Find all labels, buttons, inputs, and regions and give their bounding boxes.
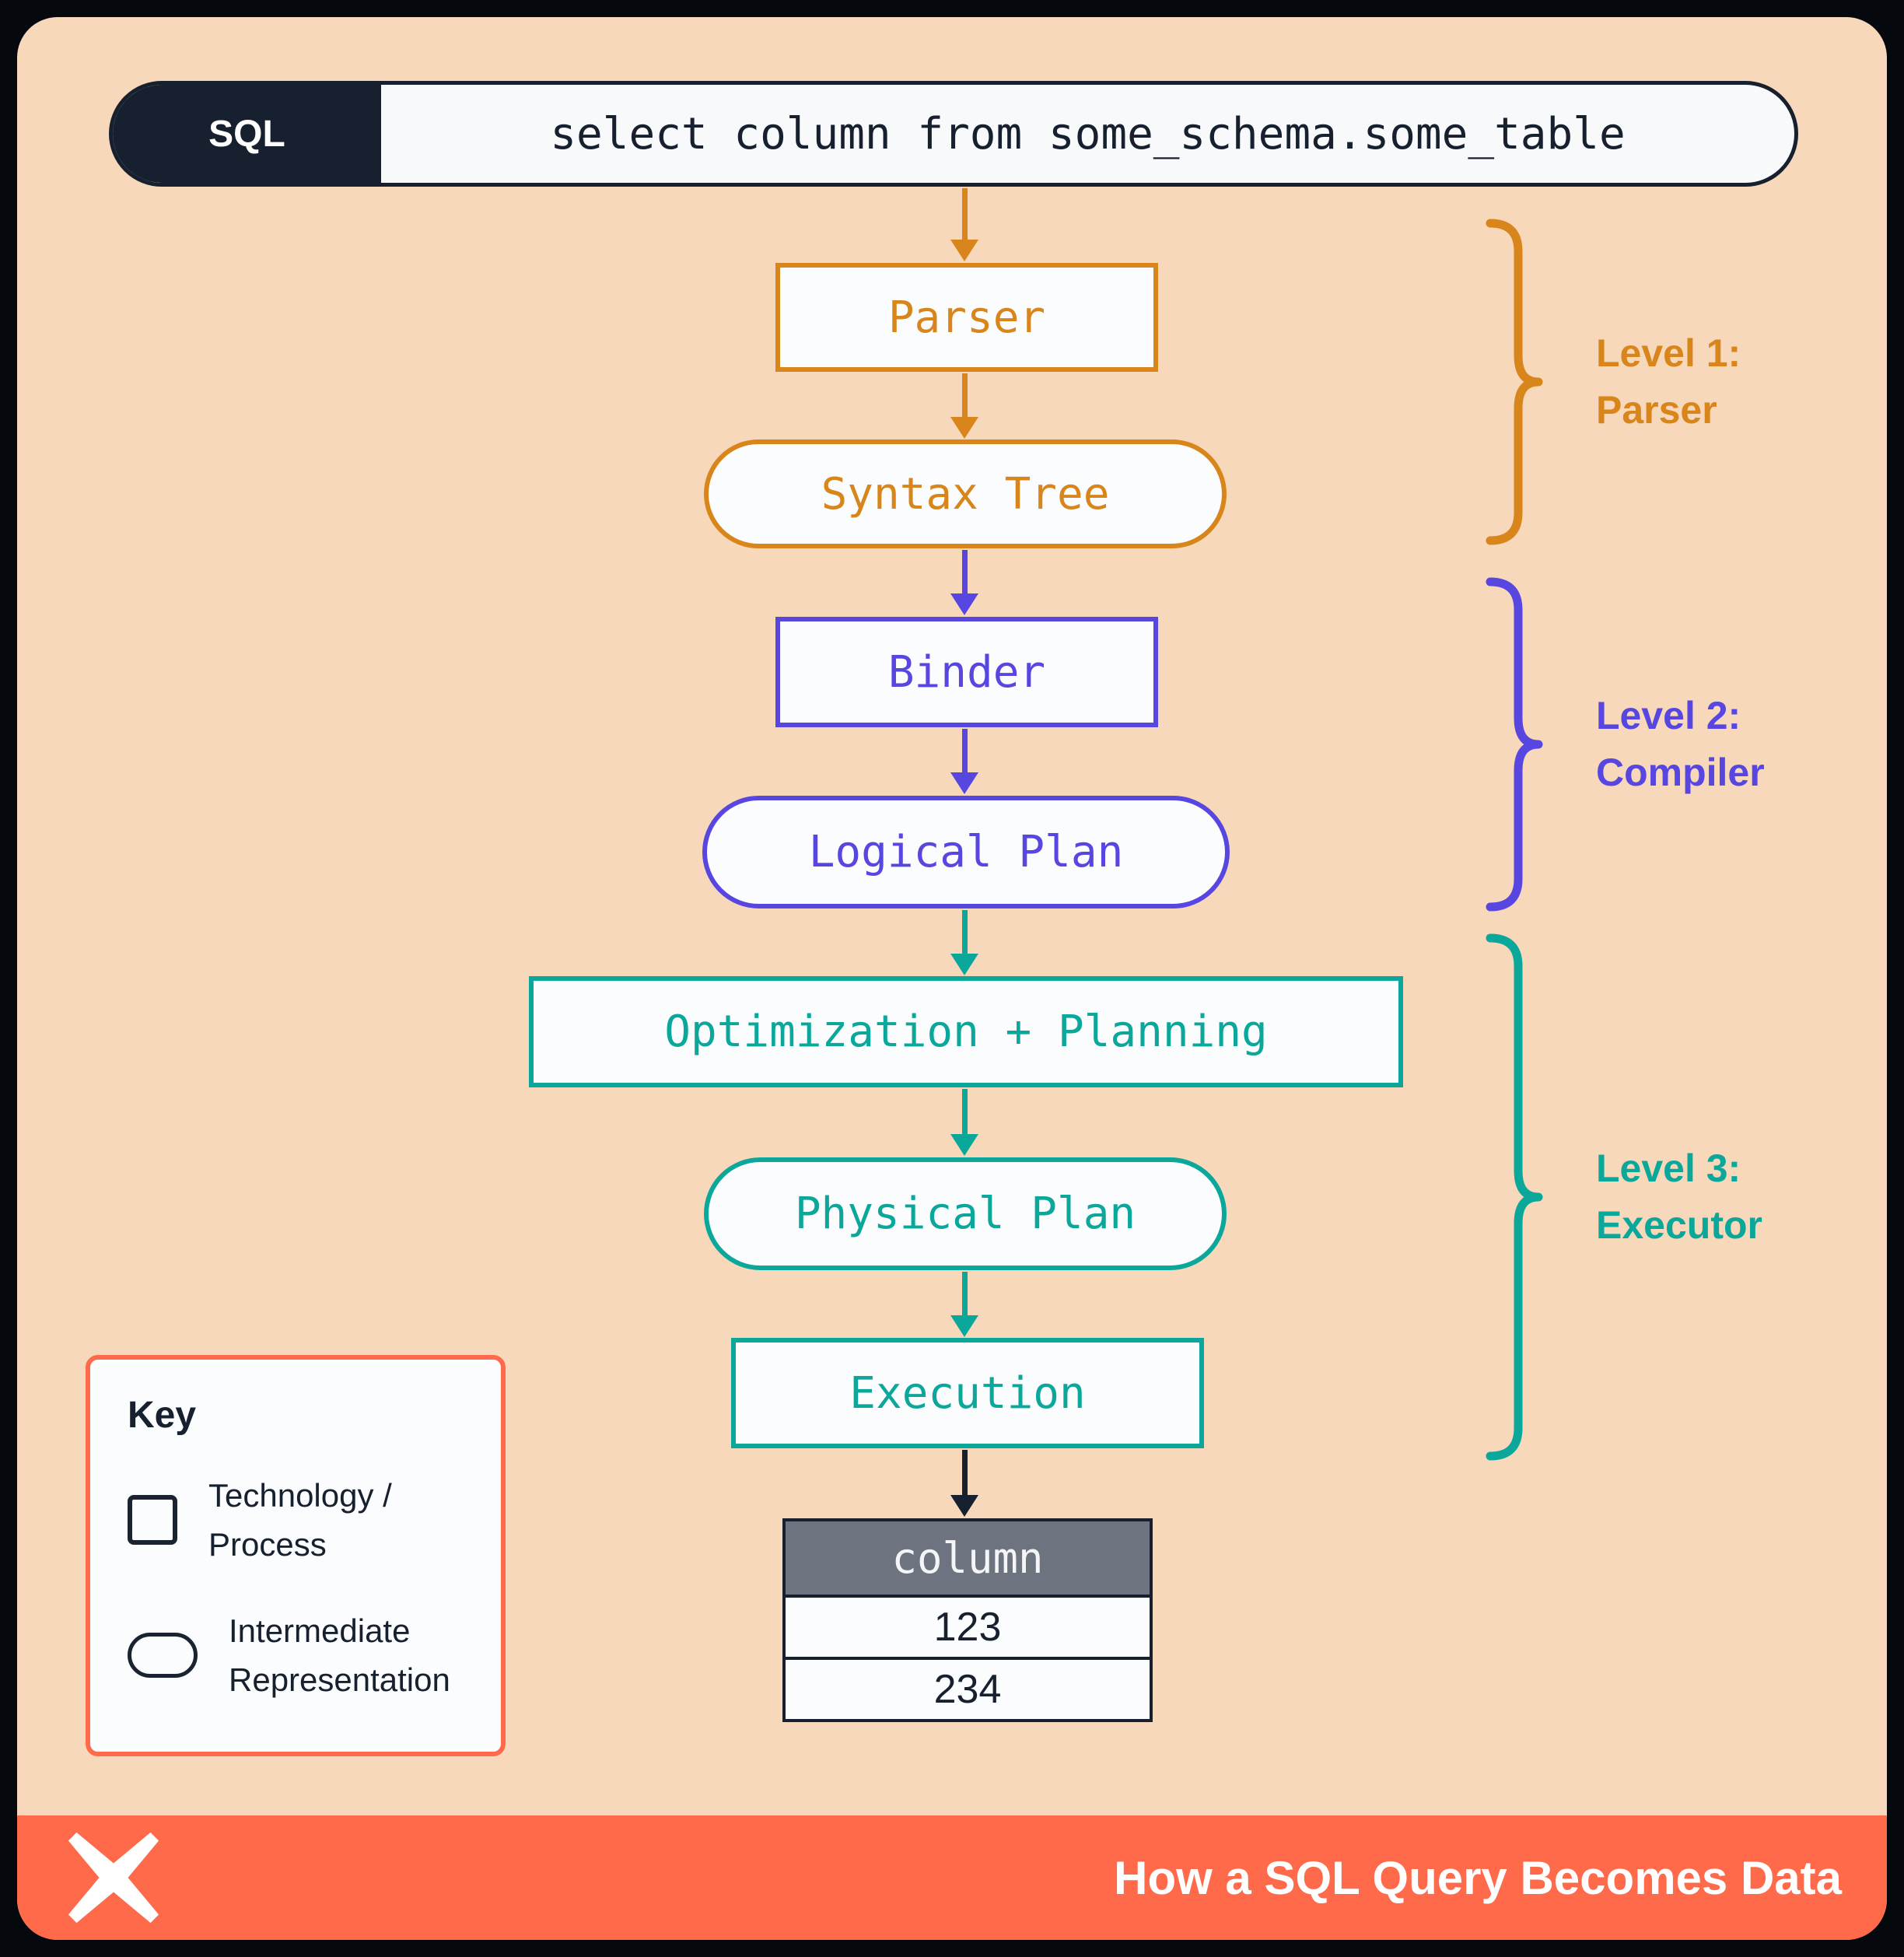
node-syntax-tree: Syntax Tree [704, 439, 1227, 548]
arrow-optimization-to-physical-plan [950, 1089, 978, 1156]
level-3-label: Level 3: Executor [1596, 1140, 1904, 1253]
level-1-label: Level 1: Parser [1596, 325, 1904, 438]
result-table: column 123 234 [782, 1518, 1153, 1722]
brace-level-3 [1486, 933, 1543, 1461]
sql-query-text: select column from some_schema.some_tabl… [550, 108, 1626, 159]
arrow-syntax-tree-to-binder [950, 550, 978, 615]
brand-logo-icon [68, 1832, 159, 1924]
key-panel: Key Technology / Process Intermediate Re… [86, 1355, 506, 1756]
result-table-row: 123 [786, 1595, 1150, 1657]
key-item-line-2: Process [208, 1526, 327, 1563]
arrow-sql-to-parser [950, 188, 978, 261]
rect-shape-icon [128, 1495, 177, 1545]
key-item-technology-process: Technology / Process [128, 1471, 464, 1569]
level-2-line-1: Level 2: [1596, 694, 1741, 737]
level-3-line-1: Level 3: [1596, 1147, 1741, 1190]
sql-label: SQL [113, 85, 381, 183]
node-execution: Execution [731, 1338, 1204, 1448]
node-optimization-planning: Optimization + Planning [529, 976, 1403, 1087]
node-logical-plan: Logical Plan [702, 796, 1230, 908]
footer-title: How a SQL Query Becomes Data [1114, 1851, 1842, 1904]
level-2-line-2: Compiler [1596, 750, 1765, 794]
level-3-line-2: Executor [1596, 1203, 1762, 1247]
level-1-line-2: Parser [1596, 387, 1717, 432]
key-item-line-1: Technology / [208, 1477, 392, 1514]
stadium-shape-icon [128, 1633, 198, 1678]
key-title: Key [128, 1395, 197, 1436]
key-item-label: Intermediate Representation [229, 1606, 450, 1704]
result-table-row: 234 [786, 1657, 1150, 1719]
level-2-label: Level 2: Compiler [1596, 688, 1904, 800]
level-1-line-1: Level 1: [1596, 331, 1741, 375]
arrow-logical-plan-to-optimization [950, 910, 978, 975]
key-item-label: Technology / Process [208, 1471, 392, 1569]
key-item-line-2: Representation [229, 1661, 450, 1698]
arrow-physical-plan-to-execution [950, 1272, 978, 1337]
arrow-execution-to-result [950, 1450, 978, 1517]
footer-bar: How a SQL Query Becomes Data [17, 1815, 1887, 1940]
node-physical-plan: Physical Plan [704, 1157, 1227, 1270]
sql-pill: SQL select column from some_schema.some_… [109, 81, 1798, 187]
arrow-parser-to-syntax-tree [950, 373, 978, 439]
brace-level-2 [1486, 577, 1543, 912]
key-item-intermediate-representation: Intermediate Representation [128, 1606, 464, 1704]
brace-level-1 [1486, 219, 1543, 545]
result-table-header-cell: column [786, 1521, 1150, 1595]
node-binder: Binder [775, 617, 1158, 727]
node-parser: Parser [775, 263, 1158, 372]
key-item-line-1: Intermediate [229, 1612, 411, 1649]
arrow-binder-to-logical-plan [950, 729, 978, 794]
